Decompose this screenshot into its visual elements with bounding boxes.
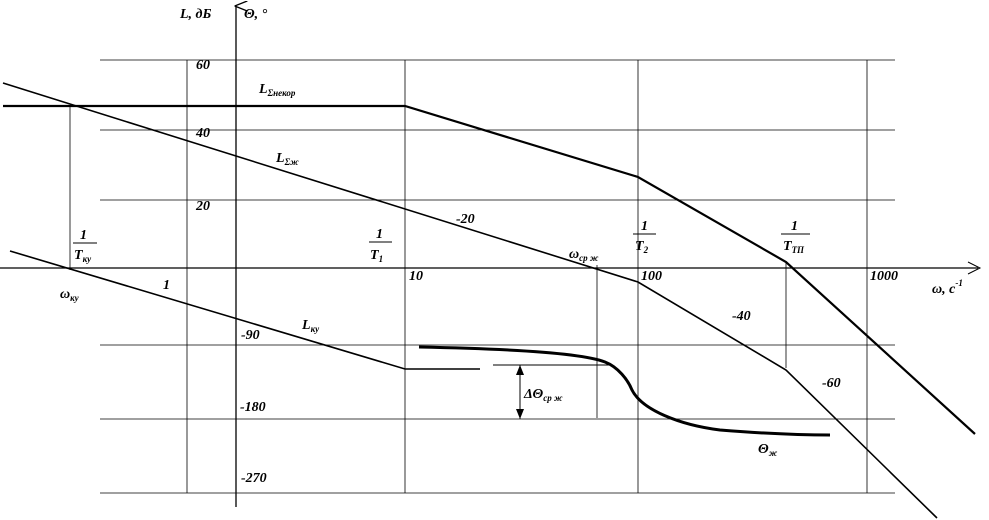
- grid: [69, 59, 895, 494]
- label-ttp-den: TТП: [783, 239, 805, 255]
- label-l-ku: Lку: [301, 318, 320, 334]
- label-tku-num: 1: [80, 228, 87, 243]
- label-ttp-num: 1: [791, 219, 798, 234]
- y-tick-m270: -270: [241, 471, 267, 486]
- x-tick-1000: 1000: [870, 269, 898, 284]
- x-tick-1: 1: [163, 278, 170, 293]
- slope-label-m20: -20: [456, 212, 475, 227]
- y-right-title: Θ, °: [244, 7, 268, 22]
- slope-label-m60: -60: [822, 376, 841, 391]
- curve-l-desired: [2, 82, 938, 519]
- y-tick-m90: -90: [241, 328, 260, 343]
- label-t2-den: T2: [635, 239, 649, 255]
- x-tick-100: 100: [641, 269, 662, 284]
- label-l-uncorrected: LΣнекор: [258, 82, 296, 98]
- label-w-ku: ωку: [60, 287, 80, 303]
- curve-l-uncorrected: [3, 104, 976, 435]
- margin-arrow-top: [516, 365, 524, 375]
- axes: [0, 6, 982, 507]
- label-tku-den: Tку: [74, 248, 92, 264]
- y-tick-20: 20: [195, 199, 210, 214]
- x-tick-10: 10: [409, 269, 423, 284]
- slope-label-m40: -40: [732, 309, 751, 324]
- label-theta: Θж: [758, 442, 778, 458]
- label-t1-den: T1: [370, 248, 383, 264]
- label-phase-margin: ΔΘср ж: [523, 387, 563, 403]
- y-tick-m180: -180: [240, 400, 266, 415]
- label-t2-num: 1: [641, 219, 648, 234]
- curve-theta: [418, 345, 831, 437]
- margin-arrow-bottom: [516, 409, 524, 419]
- fraction-bars: [73, 233, 810, 244]
- label-t1-num: 1: [376, 227, 383, 242]
- y-tick-40: 40: [195, 126, 210, 141]
- curves: [2, 82, 976, 519]
- label-w-crossover: ωср ж: [569, 247, 599, 263]
- y-tick-60: 60: [196, 58, 210, 73]
- x-axis-title: ω, с-1: [932, 278, 963, 297]
- label-l-desired: LΣж: [275, 151, 299, 167]
- x-axis-arrow: [967, 261, 982, 275]
- y-left-title: L, дБ: [179, 7, 211, 22]
- curve-l-ku: [9, 250, 480, 370]
